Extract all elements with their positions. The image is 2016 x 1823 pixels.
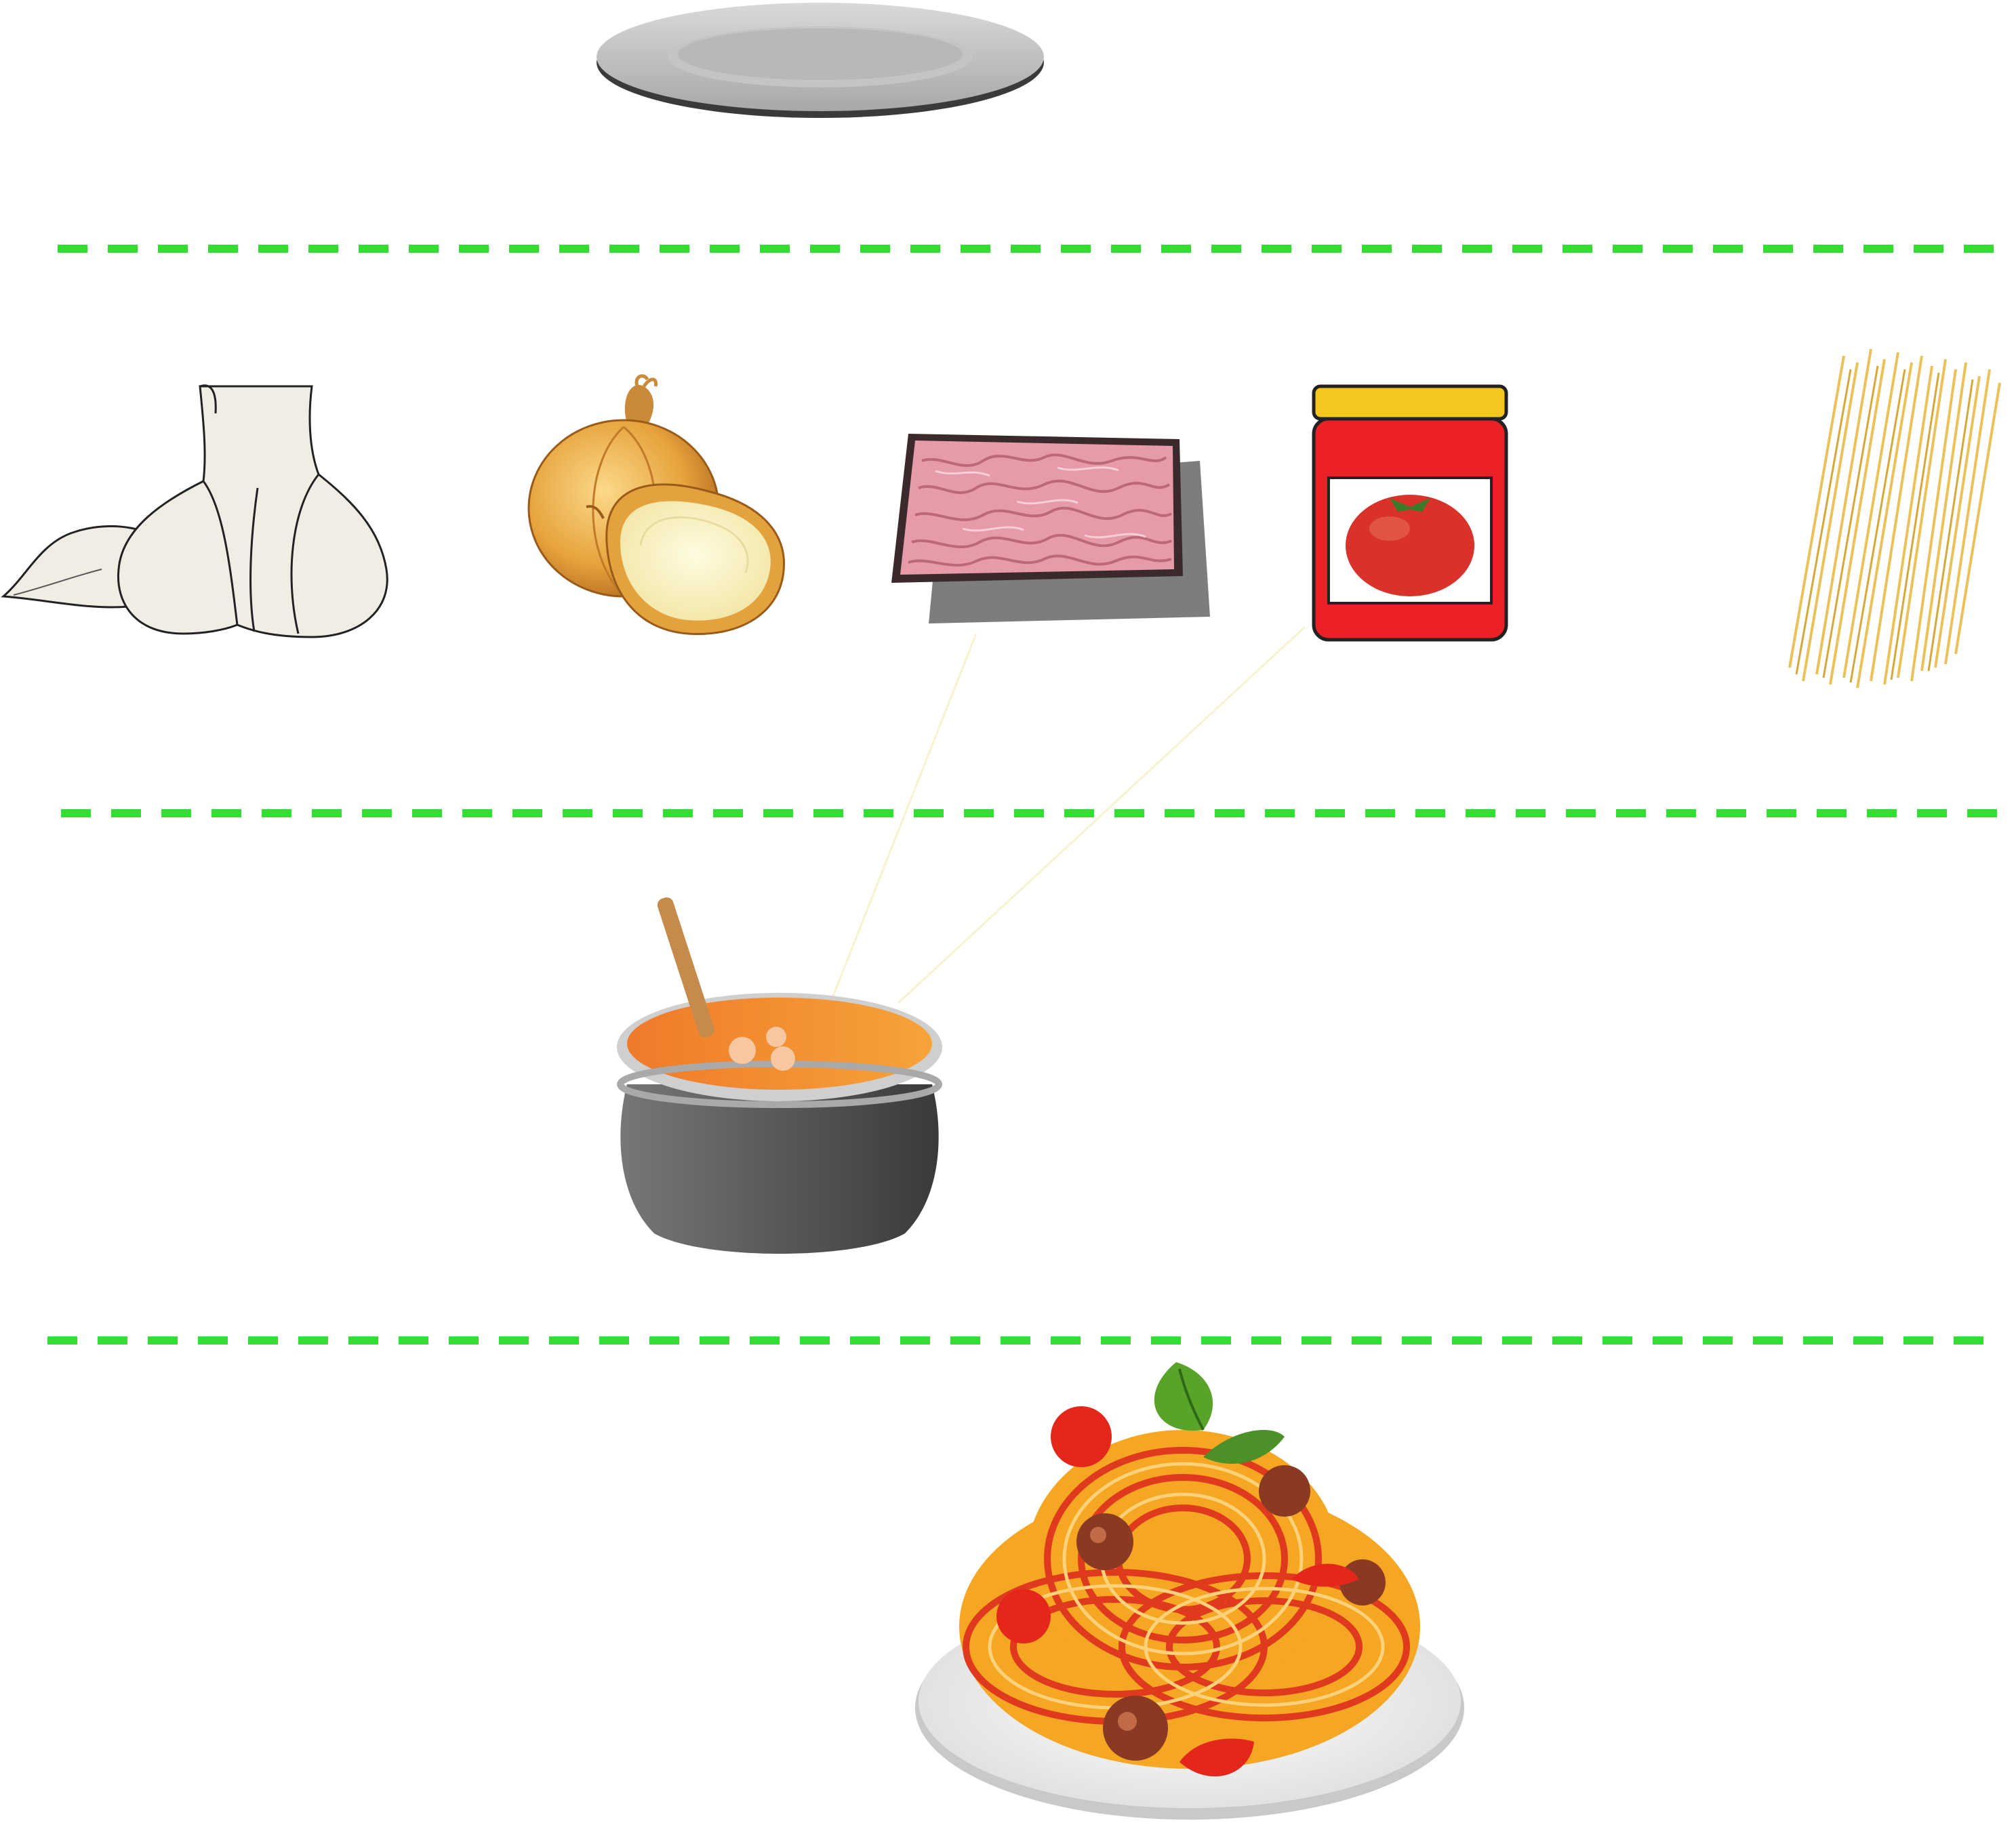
plate-spaghetti-icon xyxy=(912,1355,1468,1823)
connector-sauce-to-pot xyxy=(897,626,1306,1004)
onion-icon xyxy=(512,373,797,640)
sauce-jar-icon xyxy=(1308,380,1512,644)
plate-icon xyxy=(590,0,1051,125)
spaghetti-icon xyxy=(1776,329,2007,695)
garlic-icon xyxy=(0,373,407,638)
pot-icon xyxy=(613,881,946,1261)
meat-icon xyxy=(881,420,1213,637)
